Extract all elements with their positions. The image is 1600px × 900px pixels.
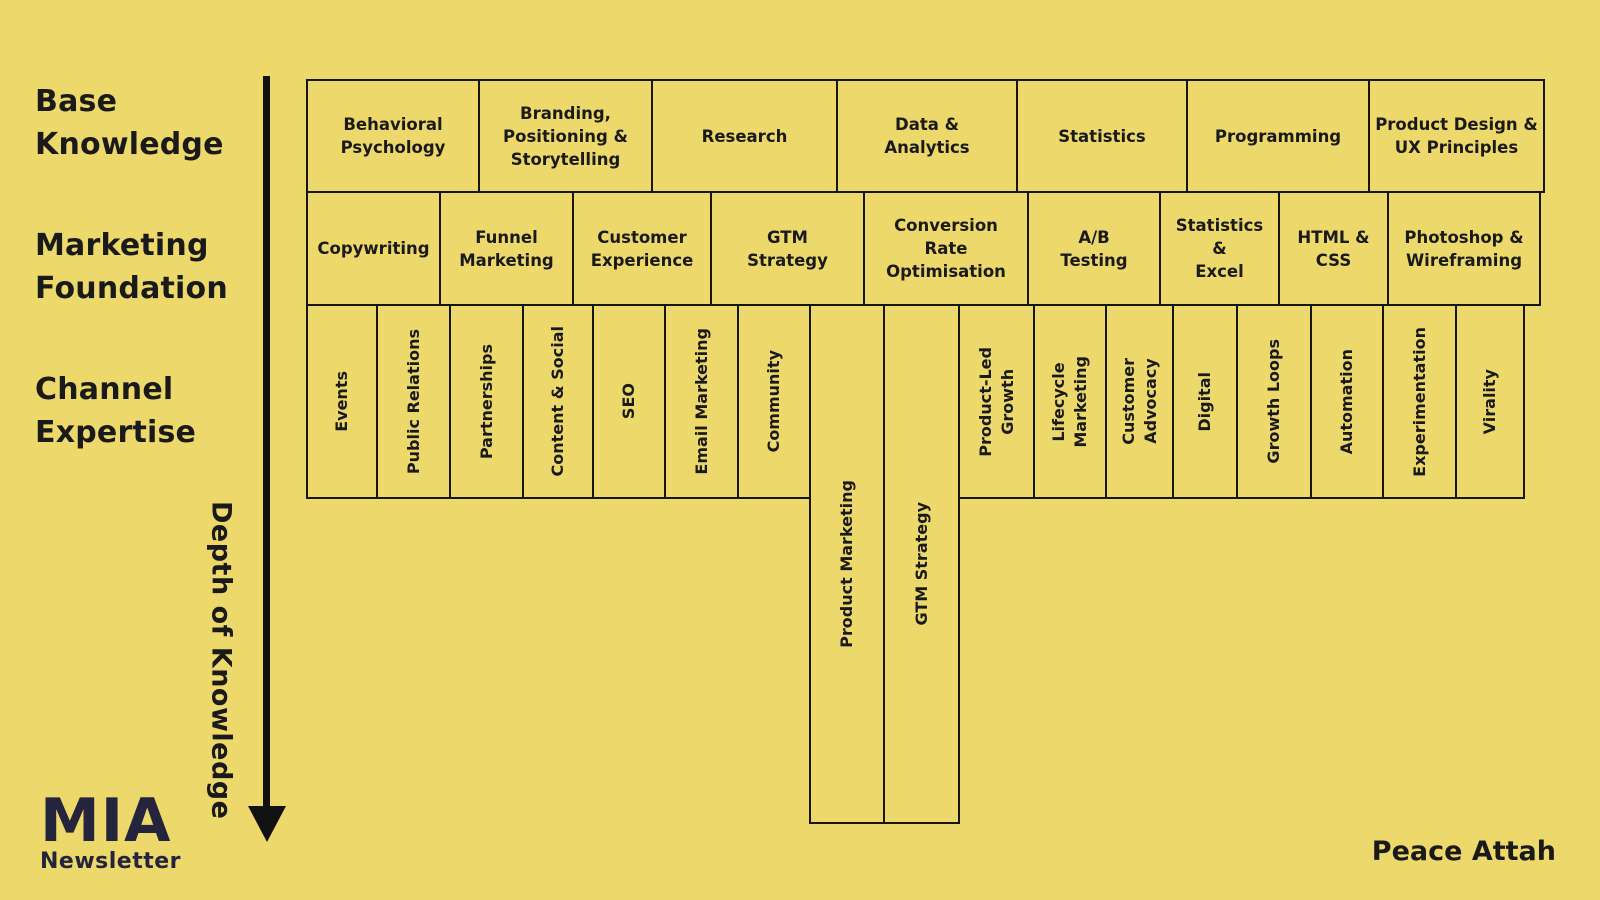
matrix-cell-partnerships: Partnerships: [449, 304, 524, 499]
matrix-cell-gtm-strategy: GTM Strategy: [710, 191, 865, 306]
matrix-cell-label: Experimentation: [1409, 326, 1429, 477]
matrix-cell-growth-loops: Growth Loops: [1236, 304, 1312, 499]
matrix-cell-automation: Automation: [1310, 304, 1384, 499]
logo-title: MIA: [40, 786, 172, 856]
logo-subtitle: Newsletter: [40, 849, 182, 874]
matrix-cell-label: Product Marketing: [837, 480, 856, 648]
matrix-cell-label: Virality: [1480, 368, 1499, 435]
row-label-base-knowledge: Base Knowledge: [35, 84, 224, 162]
matrix-cell-customer-experience: Customer Experience: [572, 191, 712, 306]
matrix-cell-lifecycle-marketing: Lifecycle Marketing: [1033, 304, 1107, 499]
matrix-cell-public-relations: Public Relations: [376, 304, 451, 499]
matrix-cell-product-marketing: Product Marketing: [809, 304, 885, 824]
matrix-cell-label: Public Relations: [403, 328, 423, 475]
matrix-cell-label: Statistics & Excel: [1175, 216, 1264, 281]
matrix-cell-label: HTML & CSS: [1297, 227, 1370, 270]
matrix-cell-gtm-strategy: GTM Strategy: [883, 304, 960, 824]
matrix-cell-email-marketing: Email Marketing: [664, 304, 739, 499]
matrix-cell-label: Automation: [1337, 348, 1356, 455]
matrix-cell-data-analytics: Data & Analytics: [836, 79, 1018, 193]
matrix-row-channel-expertise: Events Public Relations Partnerships Conten…: [306, 304, 1545, 824]
matrix-cell-product-design-ux-principles: Product Design & UX Principles: [1368, 79, 1545, 193]
matrix-cell-programming: Programming: [1186, 79, 1370, 193]
matrix-cell-label: Branding, Positioning & Storytelling: [503, 103, 628, 169]
matrix-cell-label: GTM Strategy: [911, 502, 931, 626]
matrix-cell-label: Copywriting: [317, 239, 430, 258]
matrix-cell-label: Data & Analytics: [884, 115, 970, 157]
matrix-cell-label: Events: [332, 371, 351, 432]
matrix-cell-label: Product Design & UX Principles: [1375, 115, 1538, 157]
matrix-cell-label: Email Marketing: [691, 328, 711, 475]
matrix-cell-label: GTM Strategy: [747, 227, 828, 270]
matrix-row-base-knowledge: Behavioral Psychology Branding, Positioni…: [306, 79, 1545, 193]
skill-matrix: Behavioral Psychology Branding, Positioni…: [306, 79, 1545, 824]
matrix-cell-a-b-testing: A/B Testing: [1027, 191, 1161, 306]
mia-logo: MIA Newsletter: [40, 786, 182, 874]
matrix-cell-virality: Virality: [1455, 304, 1525, 499]
matrix-cell-copywriting: Copywriting: [306, 191, 441, 306]
matrix-cell-funnel-marketing: Funnel Marketing: [439, 191, 574, 306]
matrix-cell-label: Conversion Rate Optimisation: [886, 216, 1006, 281]
matrix-cell-html-css: HTML & CSS: [1278, 191, 1389, 306]
depth-arrow-line: [263, 76, 270, 810]
row-label-channel-expertise: Channel Expertise: [35, 372, 197, 450]
matrix-cell-statistics: Statistics: [1016, 79, 1188, 193]
matrix-cell-label: Funnel Marketing: [459, 227, 554, 270]
matrix-cell-label: Research: [701, 126, 788, 146]
depth-axis-label: Depth of Knowledge: [205, 500, 237, 820]
matrix-cell-events: Events: [306, 304, 378, 499]
arrow-down-icon: [248, 806, 286, 842]
matrix-cell-label: Growth Loops: [1264, 339, 1283, 464]
matrix-cell-label: Lifecycle Marketing: [1049, 355, 1090, 448]
matrix-cell-conversion-rate-optimisation: Conversion Rate Optimisation: [863, 191, 1029, 306]
matrix-cell-label: Behavioral Psychology: [340, 115, 446, 157]
matrix-cell-product-led-growth: Product-Led Growth: [958, 304, 1035, 499]
matrix-cell-label: SEO: [619, 383, 638, 420]
matrix-cell-label: Partnerships: [476, 343, 496, 460]
matrix-cell-label: Content & Social: [548, 326, 567, 477]
matrix-row-marketing-foundation: Copywriting Funnel Marketing Customer Expe…: [306, 191, 1545, 306]
matrix-cell-label: Customer Advocacy: [1118, 358, 1160, 445]
matrix-cell-label: Digital: [1195, 371, 1214, 432]
matrix-cell-customer-advocacy: Customer Advocacy: [1105, 304, 1174, 499]
matrix-cell-label: Programming: [1214, 126, 1342, 146]
matrix-cell-experimentation: Experimentation: [1382, 304, 1457, 499]
credit: Peace Attah: [1371, 836, 1556, 867]
matrix-cell-statistics-excel: Statistics & Excel: [1159, 191, 1280, 306]
matrix-cell-digital: Digital: [1172, 304, 1238, 499]
matrix-cell-label: A/B Testing: [1060, 227, 1128, 270]
matrix-cell-research: Research: [651, 79, 838, 193]
matrix-cell-seo: SEO: [592, 304, 666, 499]
matrix-cell-label: Product-Led Growth: [975, 346, 1017, 457]
matrix-cell-community: Community: [737, 304, 811, 499]
matrix-cell-photoshop-wireframing: Photoshop & Wireframing: [1387, 191, 1541, 306]
matrix-cell-content-social: Content & Social: [522, 304, 594, 499]
matrix-cell-branding-positioning-storytelling: Branding, Positioning & Storytelling: [478, 79, 653, 193]
matrix-cell-label: Customer Experience: [590, 227, 694, 270]
matrix-cell-label: Statistics: [1058, 126, 1146, 146]
matrix-cell-label: Community: [764, 350, 783, 453]
matrix-cell-behavioral-psychology: Behavioral Psychology: [306, 79, 480, 193]
matrix-cell-label: Photoshop & Wireframing: [1404, 227, 1524, 270]
row-label-marketing-foundation: Marketing Foundation: [35, 228, 228, 306]
